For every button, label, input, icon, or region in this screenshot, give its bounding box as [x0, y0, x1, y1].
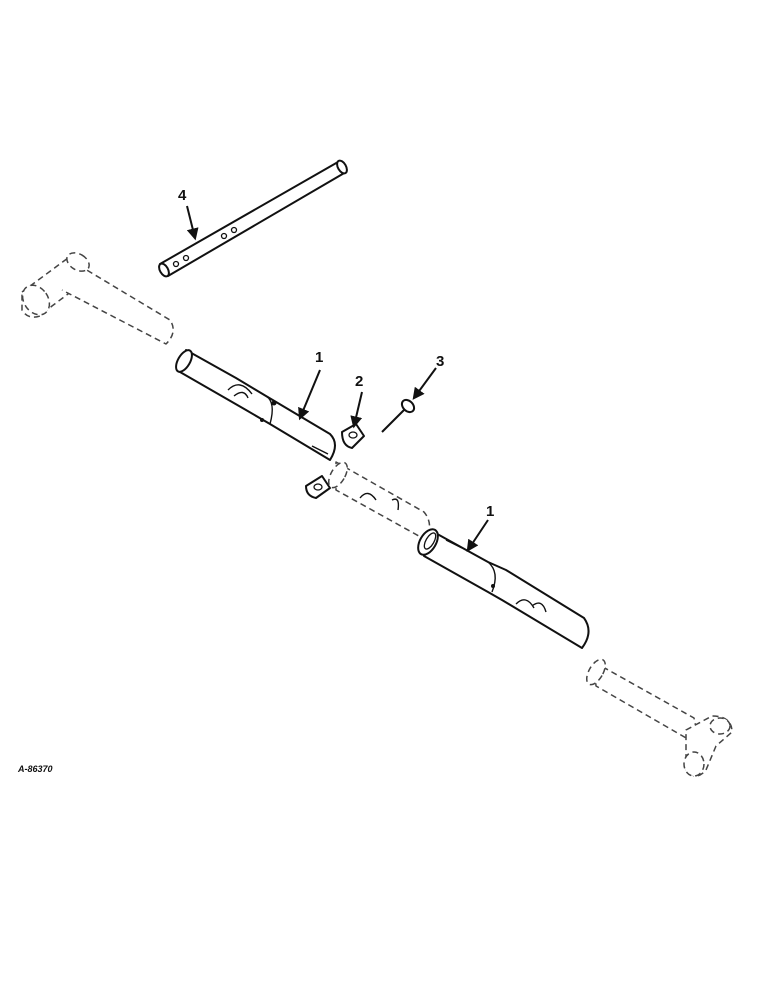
callout-clamp: 2 — [355, 373, 363, 390]
coupler-phantom — [327, 461, 431, 541]
tube-lower-part-1 — [417, 528, 590, 649]
left-crank-arm-phantom — [21, 252, 174, 345]
leader-clamp — [350, 391, 363, 429]
clamp-part-2 — [305, 423, 365, 499]
leader-pin — [412, 367, 437, 400]
callout-tube-lower: 1 — [486, 503, 494, 520]
leader-tube-upper — [298, 369, 321, 421]
callout-rod: 4 — [178, 187, 187, 204]
tube-upper-part-1 — [175, 349, 336, 461]
pin-part-3 — [381, 398, 416, 433]
leader-tube-lower — [466, 519, 489, 552]
rod-part-4 — [158, 159, 348, 278]
leader-rod — [186, 205, 199, 241]
right-crank-arm-phantom — [585, 658, 733, 777]
callout-pin: 3 — [436, 353, 444, 370]
callout-leaders — [186, 205, 489, 552]
callout-tube-upper: 1 — [315, 349, 323, 366]
reference-code: A-86370 — [17, 764, 53, 774]
